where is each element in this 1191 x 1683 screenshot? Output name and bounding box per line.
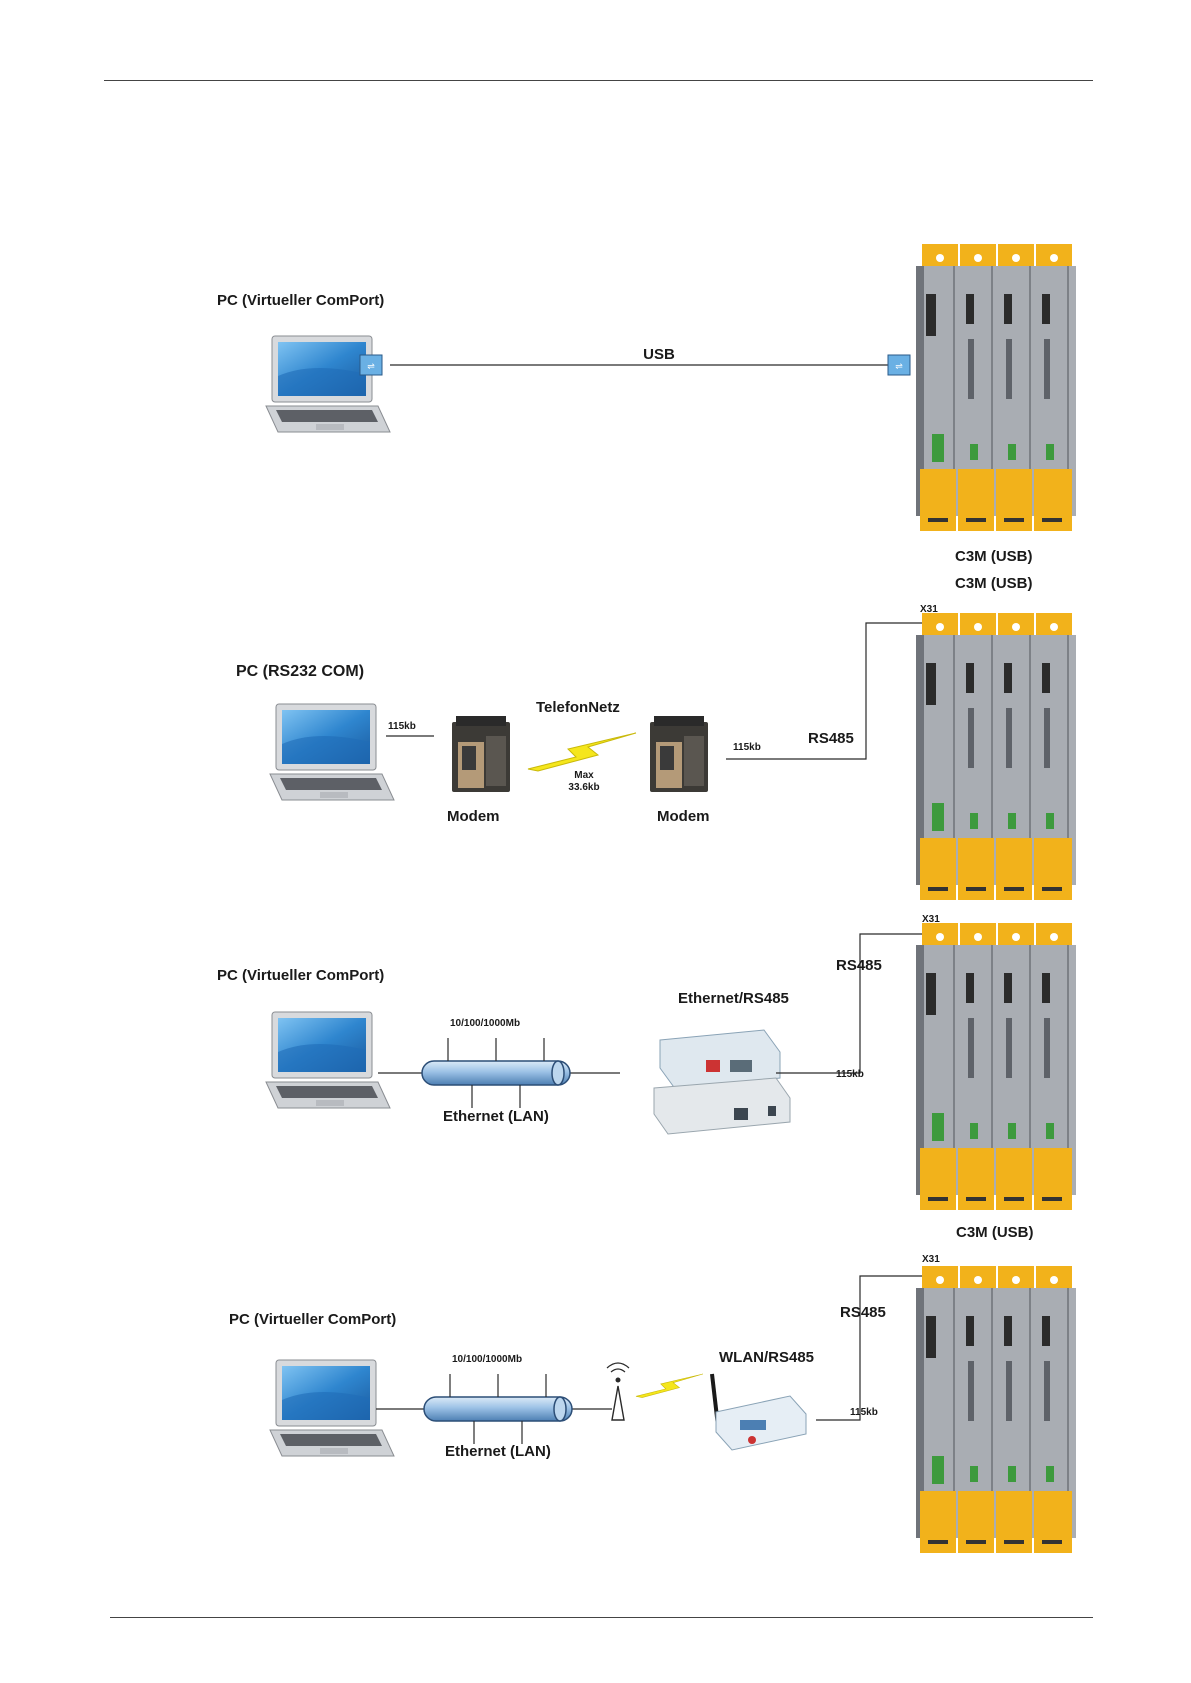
network-label: TelefonNetz xyxy=(536,699,620,716)
rs485-link xyxy=(816,1276,922,1420)
svg-text:⇌: ⇌ xyxy=(367,362,375,372)
ethernet-cable-icon xyxy=(422,1061,570,1085)
wlan-gateway-icon xyxy=(712,1374,806,1450)
lightning-icon xyxy=(636,1374,703,1398)
bus-label: RS485 xyxy=(840,1304,886,1321)
lightning-icon xyxy=(528,733,636,771)
usb-label: USB xyxy=(643,346,675,363)
pc-label: PC (Virtueller ComPort) xyxy=(229,1311,396,1328)
usb-icon: ⇌ xyxy=(888,355,910,375)
lan-label: Ethernet (LAN) xyxy=(445,1443,551,1460)
rate-label: 115kb xyxy=(388,721,416,732)
modem-icon xyxy=(650,716,708,792)
drive-rack-icon xyxy=(916,244,1076,531)
modem-label: Modem xyxy=(657,808,710,825)
laptop-icon xyxy=(266,1012,390,1108)
laptop-icon xyxy=(270,704,394,800)
bus-label: RS485 xyxy=(836,957,882,974)
rate-label: 115kb xyxy=(733,742,761,753)
pc-label: PC (Virtueller ComPort) xyxy=(217,967,384,984)
laptop-icon xyxy=(266,336,390,432)
svg-text:⇌: ⇌ xyxy=(895,362,903,372)
drive-rack-icon xyxy=(916,1266,1076,1553)
rate-label: 115kb xyxy=(850,1407,878,1418)
drive-rack-icon xyxy=(916,613,1076,900)
gateway-label: WLAN/RS485 xyxy=(719,1349,814,1366)
lan-speed-label: 10/100/1000Mb xyxy=(450,1018,520,1029)
modem-label: Modem xyxy=(447,808,500,825)
rs485-link xyxy=(776,934,922,1073)
device-label: C3M (USB) xyxy=(956,1224,1034,1241)
pc-label: PC (RS232 COM) xyxy=(236,663,364,681)
modem-icon xyxy=(452,716,510,792)
connector-label: X31 xyxy=(922,1254,940,1265)
gateway-label: Ethernet/RS485 xyxy=(678,990,789,1007)
connector-label: X31 xyxy=(922,914,940,925)
laptop-icon xyxy=(270,1360,394,1456)
gateway-icon xyxy=(654,1030,790,1134)
device-label: C3M (USB) xyxy=(955,548,1033,565)
ethernet-cable-icon xyxy=(424,1397,572,1421)
connector-label: X31 xyxy=(920,604,938,615)
device-label: C3M (USB) xyxy=(955,575,1033,592)
max-rate-label: 33.6kb xyxy=(568,782,599,793)
drive-rack-icon xyxy=(916,923,1076,1210)
rate-label: 115kb xyxy=(836,1069,864,1080)
bus-label: RS485 xyxy=(808,730,854,747)
pc-label: PC (Virtueller ComPort) xyxy=(217,292,384,309)
lan-speed-label: 10/100/1000Mb xyxy=(452,1354,522,1365)
lan-label: Ethernet (LAN) xyxy=(443,1108,549,1125)
max-label: Max xyxy=(574,770,593,781)
usb-icon: ⇌ xyxy=(360,355,382,375)
antenna-icon xyxy=(607,1363,629,1420)
